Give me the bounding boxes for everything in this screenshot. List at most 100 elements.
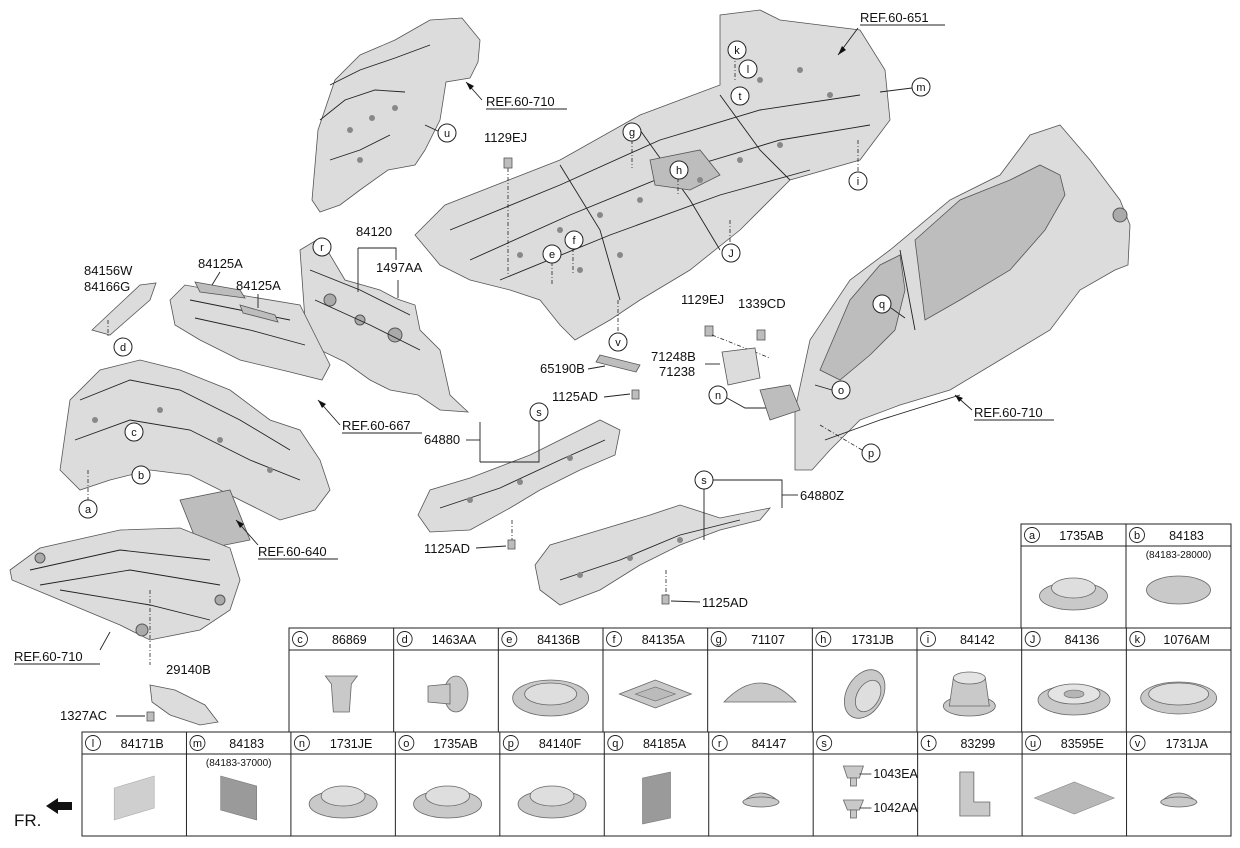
legend-part-p-icon [517,785,587,819]
label-84120: 84120 [356,224,392,239]
callout-d: d [113,337,133,357]
label-84125a-1: 84125A [198,256,243,271]
callout-c: c [124,422,144,442]
legend-code-a: 1735AB [1059,529,1103,543]
label-1327ac: 1327AC [60,708,107,723]
legend-key-i: i [927,634,929,646]
legend-code-J: 84136 [1065,633,1100,647]
callout-h: h [669,160,689,180]
callout-p: p [861,443,881,463]
legend-key-e: e [506,634,512,646]
svg-text:m: m [916,82,925,94]
ref-60-710-bottom: REF.60-710 [14,649,83,664]
callout-o: o [831,380,851,400]
bolt-1125ad-1 [631,389,640,400]
label-64880z: 64880Z [800,488,844,503]
sub-frame [9,527,241,641]
cowl-panel [169,281,331,381]
legend-code-t: 83299 [960,737,995,751]
legend-part-h-icon [843,669,886,719]
label-64880: 64880 [424,432,460,447]
callout-f: f [564,230,584,250]
callout-l: l [738,59,758,79]
callout-m: m [911,77,931,97]
svg-text:h: h [676,165,682,177]
legend-part-e-icon [512,679,590,717]
svg-text:l: l [747,64,749,76]
floor-pan [414,9,891,341]
legend-part-b-icon [1146,575,1211,605]
ref-60-710-top: REF.60-710 [486,94,555,109]
legend-key-p: p [508,738,514,750]
legend-key-s: s [821,738,827,750]
legend-code-r: 84147 [752,737,787,751]
legend-part-c-icon [324,675,359,713]
label-1497aa: 1497AA [376,260,423,275]
legend-code-l: 84171B [121,737,164,751]
legend-part-a-icon [1039,577,1108,611]
legend-code-u: 83595E [1061,737,1104,751]
svg-text:r: r [320,242,324,254]
callout-q: q [872,294,892,314]
svg-text:u: u [444,128,450,140]
label-71238: 71238 [659,364,695,379]
rocker-bracket [759,384,801,421]
label-1125ad-2: 1125AD [424,541,470,556]
legend-part-s-icon [842,765,864,819]
legend-sub-b: (84183-28000) [1146,550,1212,561]
label-65190b: 65190B [540,361,585,376]
legend-sub-m: (84183-37000) [206,758,272,769]
legend-code-m: 84183 [229,737,264,751]
svg-text:J: J [728,248,734,260]
legend-part-l-icon [113,775,155,821]
bolt-1125ad-2 [507,539,516,550]
legend-key-o: o [403,738,409,750]
svg-text:b: b [138,470,144,482]
callout-r: r [312,237,332,257]
legend-code-k: 1076AM [1163,633,1210,647]
legend-key-f: f [612,634,616,646]
legend-part-k-icon [1140,681,1218,715]
svg-text:c: c [131,427,137,439]
label-84125a-2: 84125A [236,278,281,293]
legend-key-g: g [716,634,722,646]
legend-cell-p: p 84140F [499,732,587,836]
legend-code-b: 84183 [1169,529,1204,543]
callout-k: k [727,40,747,60]
bolt-1129ej-mid [704,325,714,337]
legend-key-l: l [92,738,94,750]
side-body-panel [794,124,1131,471]
callout-a: a [78,499,98,519]
bolt-1125ad-3 [661,594,670,605]
legend-key-b: b [1134,530,1140,542]
legend-key-d: d [402,634,408,646]
callout-v: v [608,332,628,352]
svg-text:g: g [629,127,635,139]
legend-code-p: 84140F [539,737,582,751]
legend-code-c: 86869 [332,633,367,647]
shield-29140b [149,684,219,726]
callout-e: e [542,244,562,264]
bolt-1339cd [756,329,766,341]
legend-code-f: 84135A [642,633,686,647]
svg-text:s: s [536,407,542,419]
bracket-71248b [721,347,761,386]
legend-part-g-icon [723,682,797,703]
legend-part-i-icon [942,671,996,717]
legend-cell-g: g 71107 [707,628,797,732]
legend-code-g: 71107 [751,633,785,647]
legend-part-u-icon [1033,781,1116,815]
legend-s-item-1042AA: 1042AA [873,801,918,815]
ref-60-651: REF.60-651 [860,10,929,25]
label-29140b: 29140B [166,662,211,677]
bolt-1327ac [146,711,155,722]
legend-key-v: v [1135,738,1141,750]
svg-text:p: p [868,448,874,460]
